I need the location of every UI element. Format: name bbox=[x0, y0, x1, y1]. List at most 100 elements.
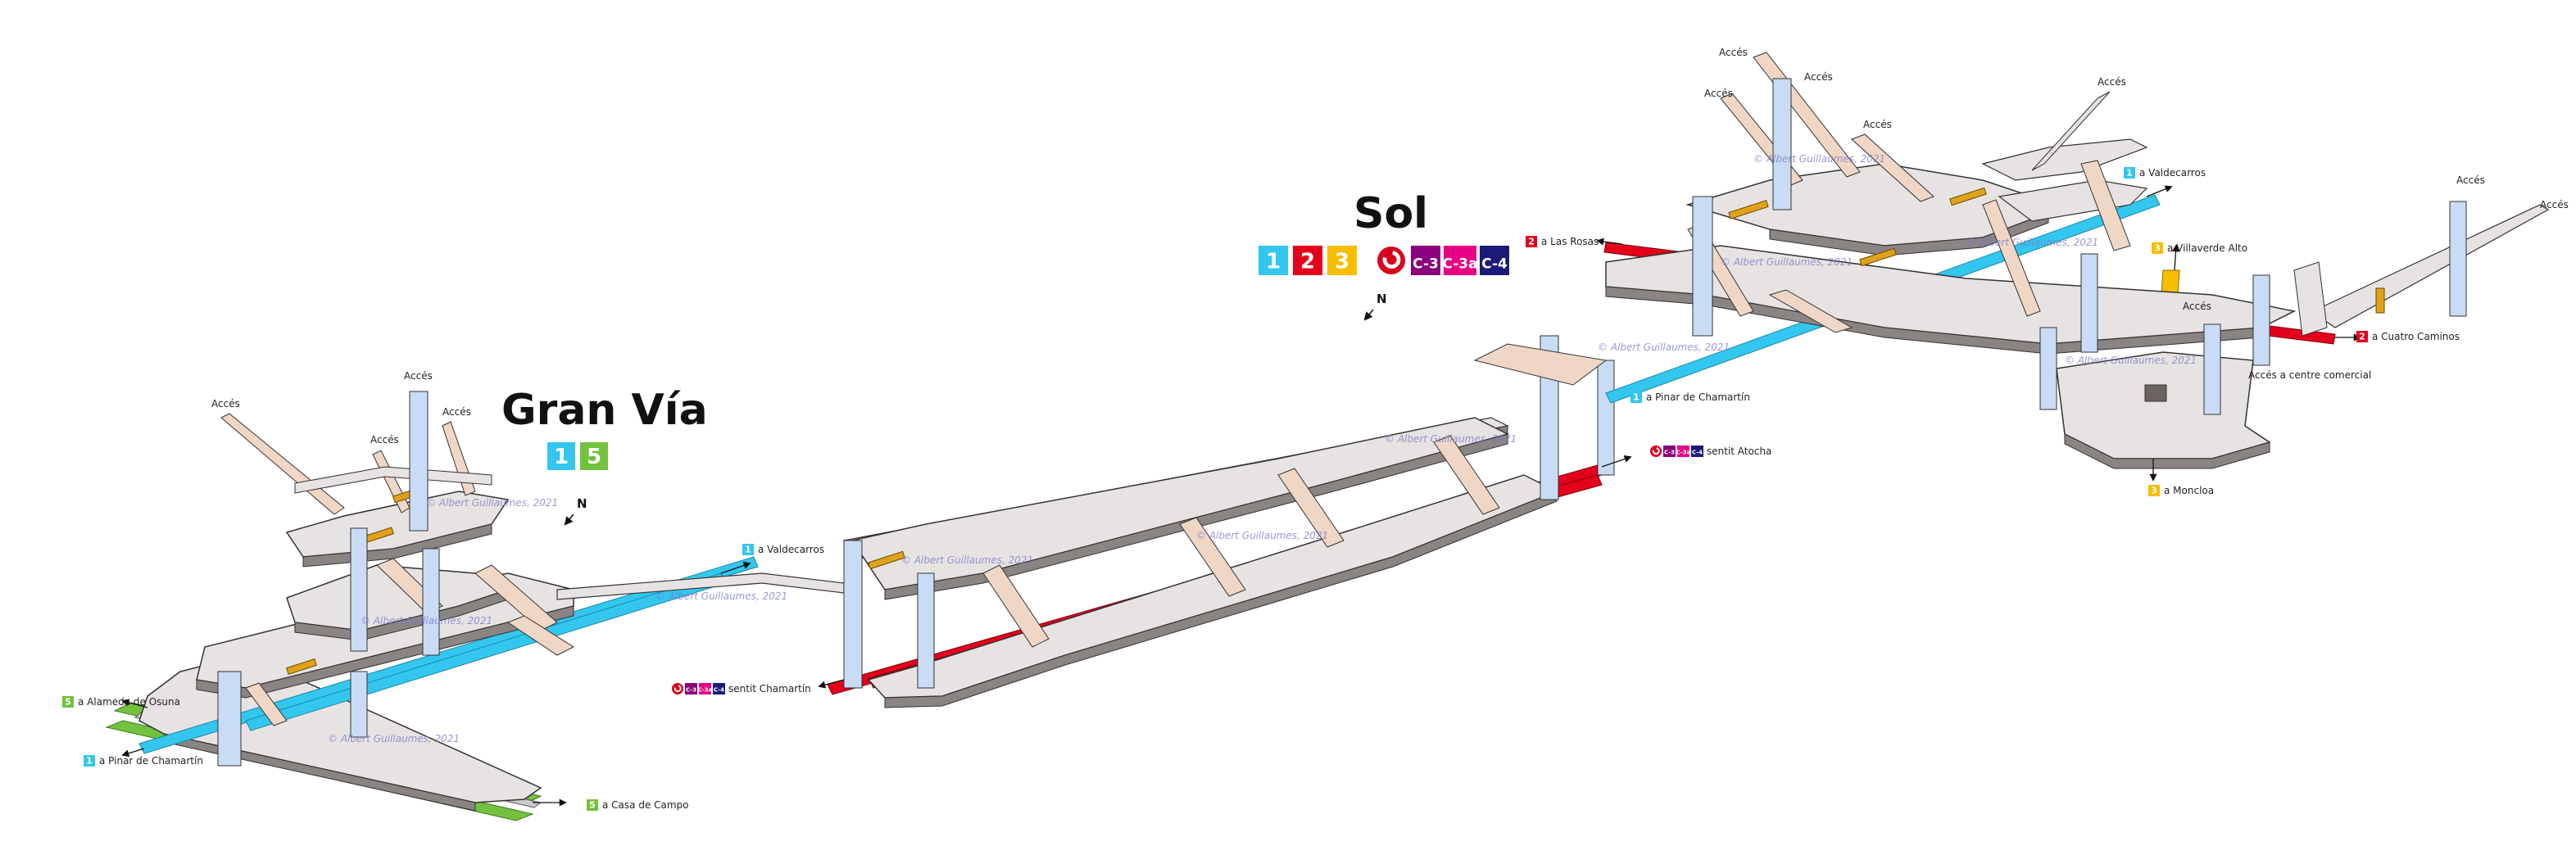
line-badge-3: 3 bbox=[2148, 485, 2160, 496]
line-badge-3: 3 bbox=[1327, 246, 1357, 275]
line-badge-label: 3 bbox=[2154, 243, 2161, 254]
line-badge-label: 5 bbox=[65, 697, 71, 708]
sol-title: Sol bbox=[1354, 189, 1428, 238]
line-badge-1: 1 bbox=[547, 442, 575, 470]
direction-text: sentit Atocha bbox=[1707, 446, 1771, 457]
line-badge-label: 2 bbox=[1300, 249, 1315, 274]
watermark-text: © Albert Guillaumes, 2021 bbox=[1385, 433, 1517, 445]
direction-text: a Las Rosas bbox=[1541, 236, 1599, 247]
line-badge-2: 2 bbox=[1526, 236, 1537, 247]
line-badge-label: 3 bbox=[2151, 486, 2157, 496]
sol-north-arrow: N bbox=[1363, 292, 1387, 321]
line-badge-5: 5 bbox=[62, 696, 74, 708]
line-badge-label: 2 bbox=[2359, 332, 2365, 342]
access-label: Accés bbox=[370, 434, 399, 446]
cercanias-badge-C-4: C-4 bbox=[713, 683, 725, 694]
north-arrow-icon bbox=[1363, 309, 1374, 321]
cercanias-badge-C-3: C-3 bbox=[685, 683, 697, 694]
direction-text: a Casa de Campo bbox=[602, 799, 689, 811]
access-label: Accés bbox=[2183, 301, 2211, 312]
watermark-text: © Albert Guillaumes, 2021 bbox=[1598, 342, 1730, 353]
direction-text: a Pinar de Chamartín bbox=[1646, 391, 1750, 403]
direction-text: sentit Chamartín bbox=[728, 683, 811, 694]
access-label: Accés bbox=[404, 370, 433, 382]
direction-arrows bbox=[121, 185, 2361, 807]
direction-label-sol_l1_pinar: 1 a Pinar de Chamartín bbox=[1630, 391, 1750, 403]
gran-via-structure bbox=[105, 391, 845, 821]
cercanias-icon bbox=[1650, 446, 1662, 457]
line-badge-3: 3 bbox=[2152, 242, 2163, 254]
line-badge-label: C-4 bbox=[1481, 256, 1508, 272]
line-badge-label: 5 bbox=[589, 800, 596, 811]
watermarks: © Albert Guillaumes, 2021 © Albert Guilla… bbox=[328, 153, 2197, 744]
direction-text: a Moncloa bbox=[2164, 485, 2214, 496]
watermark-text: © Albert Guillaumes, 2021 bbox=[901, 554, 1033, 566]
direction-text: a Valdecarros bbox=[2139, 167, 2206, 179]
access-label: Accés bbox=[2456, 174, 2485, 186]
line-badge-label: C-3a bbox=[698, 687, 713, 694]
line-badge-5: 5 bbox=[587, 799, 598, 811]
cercanias-icon bbox=[1377, 247, 1405, 274]
access-label: Accés bbox=[211, 398, 240, 409]
cercanias-badge-C-3: C-3 bbox=[1663, 446, 1676, 457]
cercanias-badge-C-3: C-3 bbox=[1411, 246, 1440, 275]
cercanias-structure bbox=[827, 335, 1615, 708]
line-badge-1: 1 bbox=[1630, 391, 1642, 403]
cercanias-badge-C-3a: C-3a bbox=[1442, 246, 1478, 275]
access-label: Accés bbox=[2540, 199, 2569, 210]
watermark-text: © Albert Guillaumes, 2021 bbox=[426, 497, 558, 509]
direction-label-gv_l1_pinar: 1 a Pinar de Chamartín bbox=[84, 755, 203, 767]
north-label: N bbox=[577, 496, 587, 511]
cercanias-badge-C-4: C-4 bbox=[1691, 446, 1703, 457]
line-badge-label: C-3a bbox=[1676, 450, 1691, 456]
line-badge-label: C-3 bbox=[686, 687, 696, 694]
line-badge-1: 1 bbox=[1259, 246, 1288, 275]
access-label: Accés bbox=[1704, 88, 1733, 99]
access-label: Accés bbox=[1863, 119, 1892, 130]
sol-structure bbox=[1603, 52, 2550, 469]
line-badge-label: 1 bbox=[1266, 249, 1281, 274]
line-badge-label: 1 bbox=[1633, 392, 1639, 403]
watermark-text: © Albert Guillaumes, 2021 bbox=[655, 590, 787, 602]
access-label: Accés bbox=[2098, 76, 2126, 88]
sol-line3-platform bbox=[2056, 351, 2271, 459]
watermark-text: © Albert Guillaumes, 2021 bbox=[2065, 355, 2197, 366]
line-badge-1: 1 bbox=[2124, 167, 2135, 179]
line-badge-label: C-3 bbox=[1664, 450, 1675, 456]
line-badge-1: 1 bbox=[84, 755, 95, 767]
direction-text: a Pinar de Chamartín bbox=[99, 755, 203, 767]
sol-upper-corridor bbox=[1981, 138, 2148, 181]
line-badge-label: 5 bbox=[587, 445, 601, 469]
access-label: Accés bbox=[442, 406, 471, 418]
direction-label-sol_l3_moncloa: 3 a Moncloa bbox=[2148, 485, 2214, 496]
gran-via-north-arrow: N bbox=[564, 496, 587, 526]
north-label: N bbox=[1376, 292, 1387, 306]
access-label: Accés bbox=[1719, 47, 1748, 58]
line-badge-label: 1 bbox=[554, 445, 569, 469]
cercanias-badge-C-4: C-4 bbox=[1480, 246, 1509, 275]
gran-via-pillars bbox=[217, 391, 440, 767]
line-badge-label: 1 bbox=[2126, 168, 2133, 179]
watermark-text: © Albert Guillaumes, 2021 bbox=[1196, 530, 1328, 541]
watermark-text: © Albert Guillaumes, 2021 bbox=[1966, 237, 2098, 248]
direction-label-gv_l5_casa_campo: 5 a Casa de Campo bbox=[587, 799, 689, 811]
line-badge-2: 2 bbox=[2356, 331, 2368, 342]
line-badge-label: C-3 bbox=[1413, 256, 1439, 272]
watermark-text: © Albert Guillaumes, 2021 bbox=[361, 615, 492, 627]
access-centre-comercial-label: Accés a centre comercial bbox=[2248, 369, 2371, 381]
access-label: Accés bbox=[1804, 71, 1833, 83]
cercanias-badge-C-3a: C-3a bbox=[1676, 446, 1691, 457]
watermark-text: © Albert Guillaumes, 2021 bbox=[328, 733, 460, 744]
north-arrow-icon bbox=[564, 513, 574, 526]
direction-text: a Alameda de Osuna bbox=[78, 696, 180, 708]
